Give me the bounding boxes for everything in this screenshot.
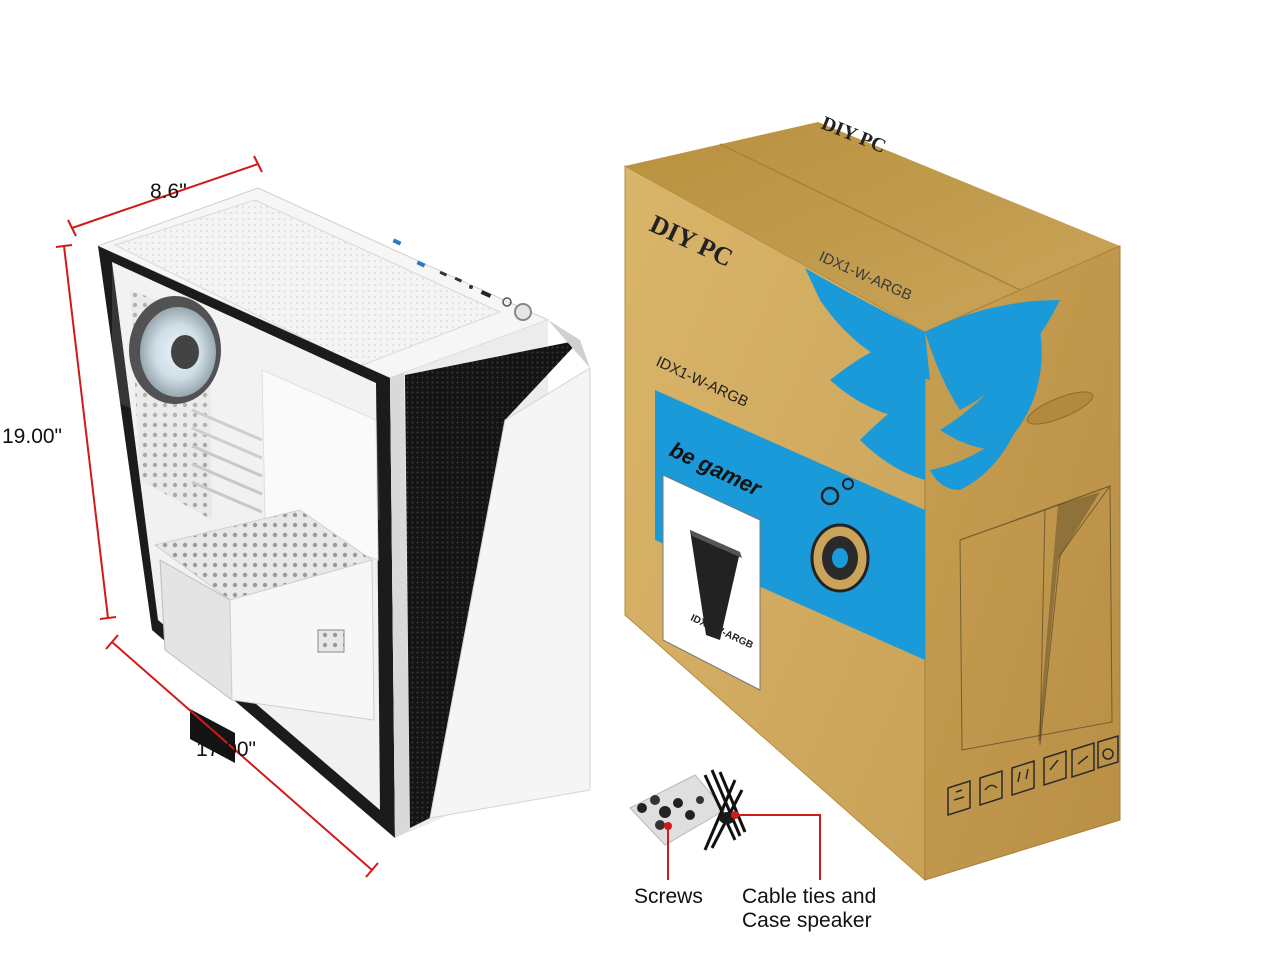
front-blade [429, 367, 591, 819]
screws-label: Screws [634, 885, 703, 908]
box-handling-icons [947, 734, 1119, 817]
case-speaker-label: Case speaker [742, 909, 872, 932]
top-io-ports [392, 238, 532, 321]
case-top-mesh [113, 199, 502, 367]
height-dimension-line [63, 245, 109, 619]
box-case-outline [959, 484, 1113, 751]
width-dimension-line [71, 163, 259, 229]
height-label: 19.00" [2, 425, 63, 448]
depth-label: 17.00" [196, 738, 257, 761]
dimension-lines [55, 155, 379, 878]
screw-bag [629, 774, 726, 846]
box-blue-band [655, 390, 925, 660]
pc-case [96, 187, 591, 838]
rear-fan [129, 296, 221, 404]
cable-ties-label: Cable ties and [742, 885, 877, 908]
cable-callout-line [735, 814, 821, 880]
front-mesh [405, 340, 580, 828]
depth-dimension-line [111, 641, 373, 871]
packaging-box [624, 122, 1121, 882]
box-top [625, 122, 1120, 332]
box-fan-graphic [805, 268, 1060, 490]
box-emblem [810, 523, 870, 593]
width-label: 8.6" [150, 180, 187, 203]
accessories [629, 769, 821, 880]
